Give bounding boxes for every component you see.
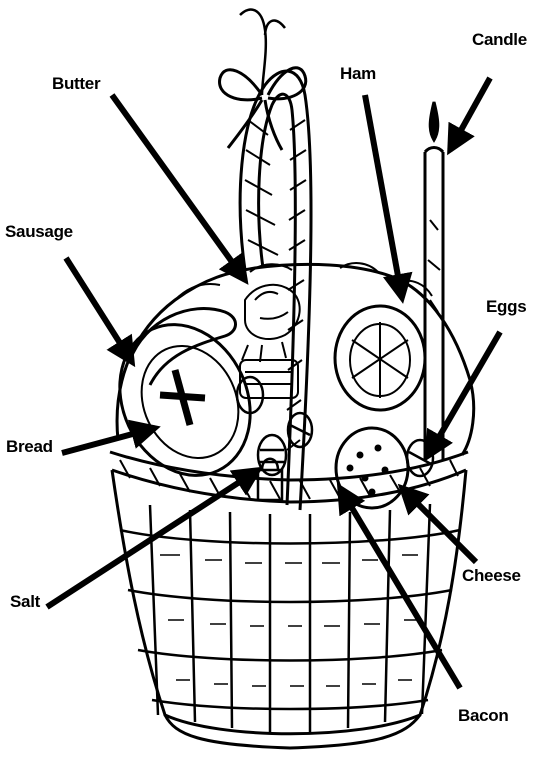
bread-loaf	[96, 303, 274, 497]
label-bread: Bread	[6, 437, 53, 457]
label-eggs: Eggs	[486, 297, 526, 317]
label-butter: Butter	[52, 74, 100, 94]
label-bacon: Bacon	[458, 706, 508, 726]
cheese-arrow	[402, 488, 476, 562]
candle-arrow	[450, 78, 490, 150]
ham	[335, 306, 425, 410]
bread-arrow	[62, 428, 155, 453]
label-sausage: Sausage	[5, 222, 73, 242]
candle	[425, 102, 443, 460]
label-candle: Candle	[472, 30, 527, 50]
label-ham: Ham	[340, 64, 376, 84]
label-cheese: Cheese	[462, 566, 521, 586]
sausage-arrow	[66, 258, 132, 362]
label-salt: Salt	[10, 592, 40, 612]
eggs-arrow	[428, 332, 500, 456]
butter-arrow	[112, 95, 245, 280]
